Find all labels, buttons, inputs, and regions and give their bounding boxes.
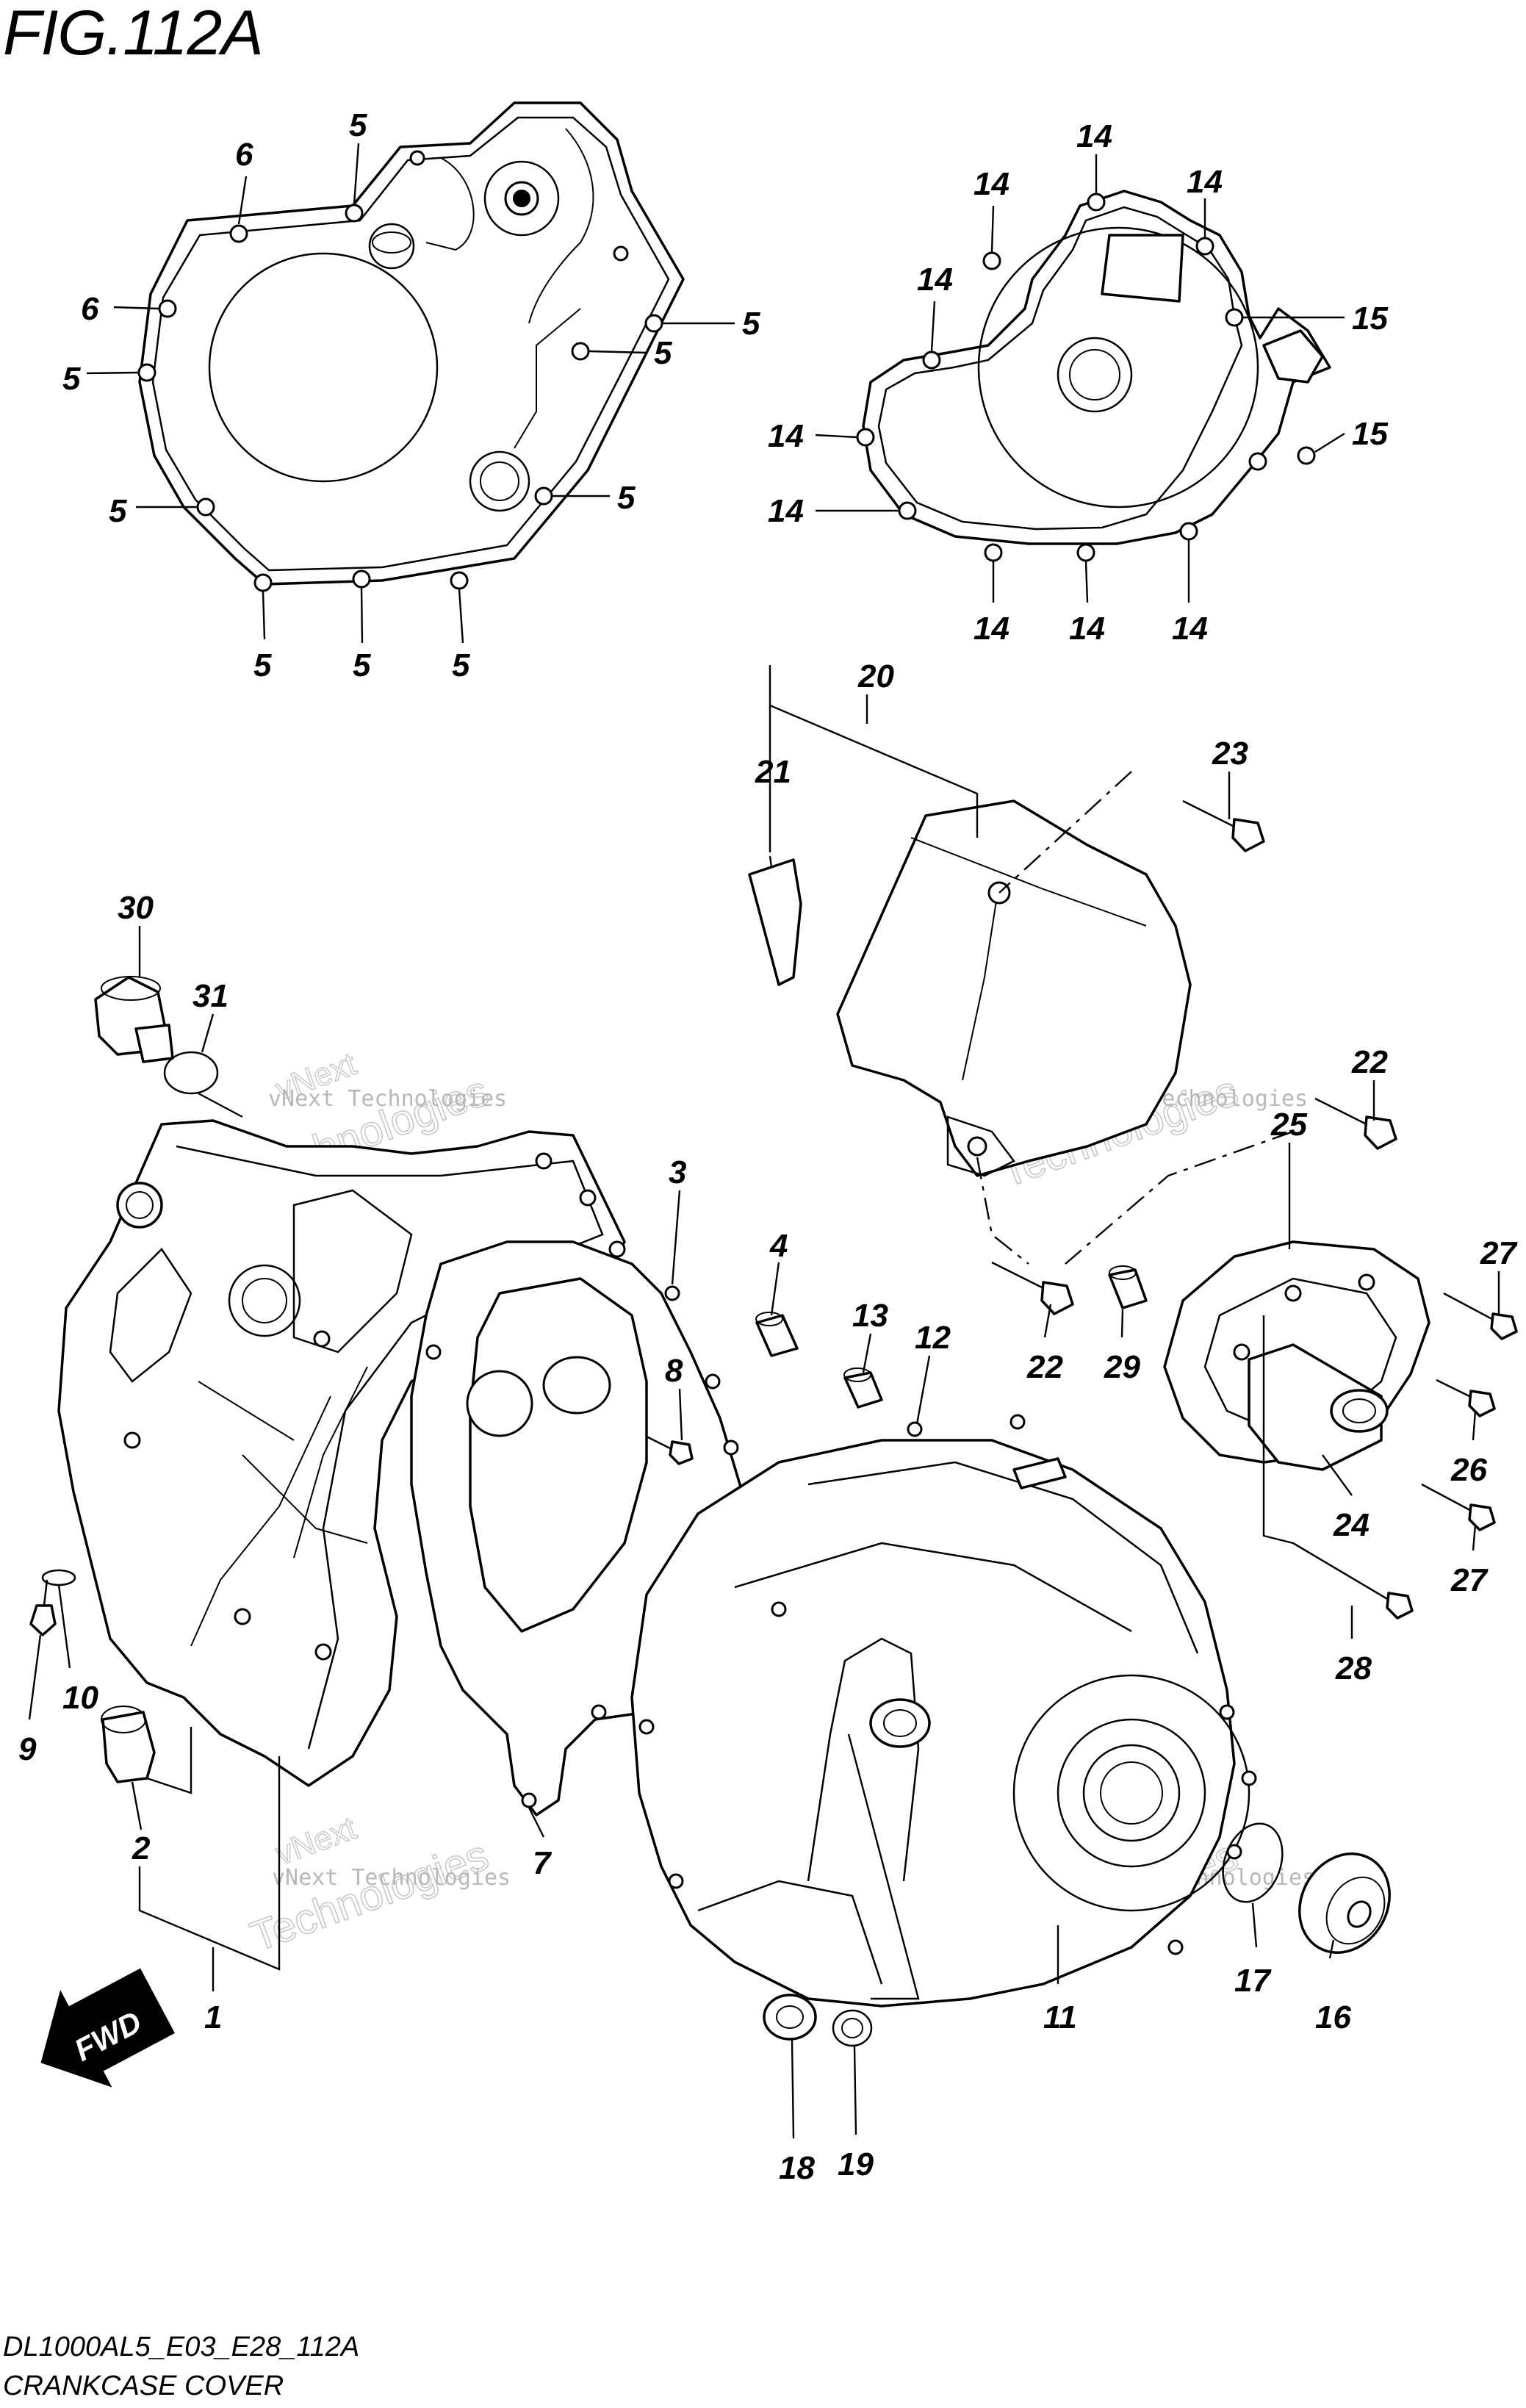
callout-5: 5 — [452, 647, 470, 683]
callout-5: 5 — [617, 480, 636, 516]
callout-7: 7 — [533, 1845, 553, 1881]
callout-27: 27 — [1480, 1235, 1518, 1271]
callout-17: 17 — [1234, 1963, 1272, 1999]
callout-6: 6 — [235, 137, 253, 173]
callout-9: 9 — [18, 1731, 37, 1767]
fwd-arrow: FWD — [40, 1968, 175, 2088]
leader-lines — [28, 143, 1500, 2139]
callout-2: 2 — [132, 1830, 151, 1866]
callout-24: 24 — [1333, 1507, 1370, 1543]
bolt-27-lower — [1421, 1483, 1496, 1531]
callout-25: 25 — [1270, 1107, 1307, 1143]
oil-cap-o-ring — [163, 1051, 219, 1095]
callout-19: 19 — [838, 2146, 874, 2182]
callout-13: 13 — [852, 1298, 888, 1334]
callout-28: 28 — [1335, 1650, 1372, 1686]
callout-14: 14 — [1187, 164, 1223, 200]
callout-15: 15 — [1352, 416, 1388, 452]
callout-3: 3 — [669, 1154, 686, 1190]
callout-5: 5 — [109, 493, 127, 529]
callout-1: 1 — [204, 1999, 222, 2035]
callout-16: 16 — [1315, 1999, 1351, 2035]
bolt-26 — [1436, 1379, 1496, 1417]
dowel-29 — [1108, 1265, 1148, 1309]
callout-14: 14 — [768, 418, 804, 454]
callout-14: 14 — [973, 166, 1009, 202]
bolt-22-lower — [991, 1261, 1074, 1315]
callout-27: 27 — [1450, 1562, 1489, 1598]
callout-5: 5 — [253, 647, 272, 683]
callout-23: 23 — [1212, 736, 1248, 772]
callout-5: 5 — [353, 647, 371, 683]
callout-31: 31 — [192, 978, 228, 1014]
callout-8: 8 — [665, 1353, 683, 1389]
cap-18 — [763, 1994, 817, 2041]
clutch-cover-top-view — [137, 101, 685, 592]
callout-10: 10 — [62, 1680, 98, 1716]
callout-26: 26 — [1450, 1452, 1487, 1488]
callout-29: 29 — [1104, 1349, 1140, 1385]
washer-10 — [41, 1569, 76, 1586]
bolt-22-upper — [1314, 1097, 1397, 1150]
dowel-4 — [755, 1312, 799, 1357]
callout-11: 11 — [1043, 1999, 1077, 2035]
callout-21: 21 — [755, 754, 791, 790]
dowel-13 — [843, 1367, 883, 1409]
callout-5: 5 — [654, 335, 672, 371]
callout-18: 18 — [779, 2150, 815, 2186]
bolt-9 — [29, 1579, 57, 1636]
callout-4: 4 — [769, 1228, 788, 1264]
part-20-cover — [836, 799, 1192, 1177]
callout-labels: 6 5 6 5 5 5 5 5 5 5 5 14 14 14 14 14 14 … — [18, 107, 1518, 2186]
callout-5: 5 — [349, 107, 367, 143]
watermark-text: vNext Technologies — [268, 1086, 507, 1112]
footer-diagram-name: CRANKCASE COVER — [3, 2371, 284, 2401]
callout-5: 5 — [742, 306, 760, 342]
bolt-27-upper — [1443, 1292, 1518, 1340]
callout-14: 14 — [917, 262, 953, 298]
callout-14: 14 — [973, 611, 1009, 647]
callout-5: 5 — [62, 361, 81, 397]
o-ring-17 — [1222, 1822, 1284, 1903]
callout-14: 14 — [1069, 611, 1105, 647]
callout-14: 14 — [1172, 611, 1208, 647]
bolt-8 — [646, 1435, 694, 1465]
oil-filler-cap — [94, 976, 174, 1063]
watermark-text: vNext — [271, 1810, 361, 1872]
callout-6: 6 — [81, 291, 99, 327]
footer-diagram-code: DL1000AL5_E03_E28_112A — [3, 2332, 360, 2362]
callout-12: 12 — [915, 1320, 951, 1356]
washer-19 — [832, 2009, 873, 2047]
callout-14: 14 — [768, 493, 804, 529]
magneto-cover-top-view — [856, 190, 1331, 562]
callout-22: 22 — [1351, 1044, 1388, 1080]
bolt-28 — [1292, 1542, 1414, 1620]
callout-15: 15 — [1352, 301, 1388, 337]
magneto-cover — [630, 1414, 1257, 2008]
callout-20: 20 — [857, 658, 894, 694]
cap-2 — [101, 1706, 156, 1783]
plug-16 — [1298, 1852, 1391, 1954]
figure-title: FIG.112A — [3, 0, 264, 68]
bolt-23 — [1182, 799, 1265, 852]
callout-30: 30 — [118, 890, 154, 926]
part-21-cap — [748, 858, 802, 986]
water-pump-cover — [1163, 1240, 1430, 1471]
callout-22: 22 — [1026, 1349, 1063, 1385]
watermark-text: vNext Technologies — [272, 1865, 511, 1891]
callout-14: 14 — [1076, 118, 1112, 154]
